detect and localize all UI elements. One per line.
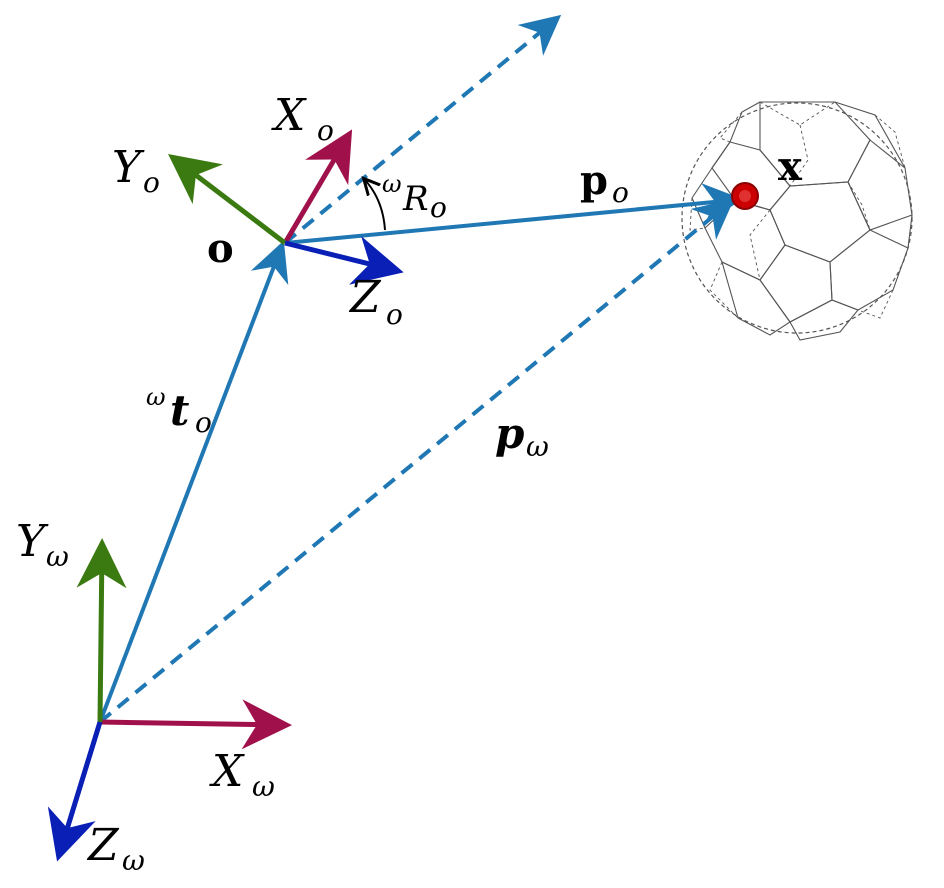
svg-text:o: o	[612, 176, 629, 209]
p-world-vector	[98, 198, 735, 724]
z-world-axis	[47, 721, 103, 862]
svg-text:ω: ω	[46, 540, 69, 573]
svg-text:ω: ω	[122, 844, 145, 877]
svg-text:o: o	[317, 114, 334, 147]
svg-text:Z: Z	[348, 272, 382, 323]
svg-text:ω: ω	[252, 770, 275, 803]
y-world-label: Y ω	[16, 516, 69, 573]
svg-text:X: X	[271, 90, 307, 141]
p-world-label: p ω	[495, 409, 549, 463]
x-world-label: X ω	[209, 746, 275, 803]
y-world-axis	[76, 538, 127, 723]
object-sphere	[681, 101, 913, 341]
svg-text:o: o	[430, 191, 447, 224]
z-world-label: Z ω	[86, 820, 145, 877]
svg-text:o: o	[143, 166, 160, 199]
svg-text:p: p	[580, 157, 608, 204]
p-obj-vector	[284, 183, 743, 245]
z-obj-label: Z o	[348, 272, 403, 331]
x-obj-label: X o	[271, 90, 334, 147]
origin-label: o	[207, 225, 234, 272]
dashed-axis-extension	[283, 14, 562, 245]
translation-label: ω t o	[146, 383, 212, 439]
svg-text:Y: Y	[112, 142, 145, 193]
p-obj-label: p o	[580, 157, 629, 209]
translation-vector	[98, 240, 289, 723]
svg-text:Y: Y	[16, 516, 49, 567]
svg-text:ω: ω	[526, 430, 549, 463]
svg-text:X: X	[209, 746, 245, 797]
svg-text:R: R	[402, 179, 429, 219]
y-obj-axis	[168, 153, 287, 245]
x-obj-axis	[282, 129, 353, 245]
x-world-axis	[99, 699, 292, 750]
svg-text:ω: ω	[382, 170, 402, 198]
point-x-highlight	[739, 190, 751, 202]
z-obj-axis	[284, 236, 404, 285]
rotation-label: ω R o	[382, 170, 447, 224]
rotation-arc	[365, 180, 386, 231]
svg-text:o: o	[195, 406, 212, 439]
svg-text:Z: Z	[86, 820, 120, 871]
svg-text:o: o	[386, 298, 403, 331]
y-obj-label: Y o	[112, 142, 160, 199]
svg-text:ω: ω	[146, 383, 166, 411]
svg-text:p: p	[495, 409, 524, 458]
svg-text:t: t	[170, 386, 189, 435]
point-label: x	[778, 143, 803, 190]
